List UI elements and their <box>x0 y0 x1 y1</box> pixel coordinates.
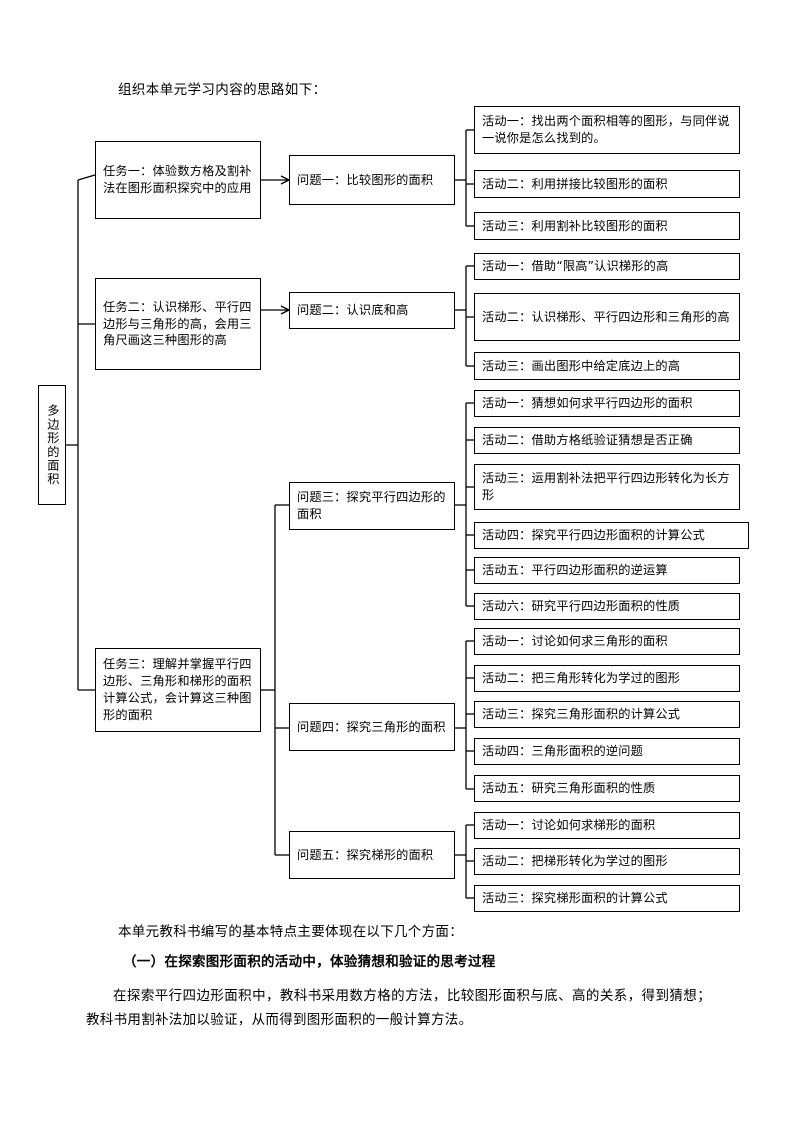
question-label-3: 问题三：探究平行四边形的面积 <box>297 490 446 521</box>
task-label-2: 任务二：认识梯形、平行四边形与三角形的高，会用三角尺画这三种图形的高 <box>103 299 252 348</box>
activity-box-g1-1[interactable]: 活动一：找出两个面积相等的图形，与同伴说一说你是怎么找到的。 <box>474 106 740 154</box>
intro-line: 组织本单元学习内容的思路如下： <box>118 82 327 98</box>
question-box-3[interactable]: 问题三：探究平行四边形的面积 <box>289 482 455 530</box>
body-line-2-heading: （一）在探索图形面积的活动中，体验猜想和验证的思考过程 <box>123 954 496 970</box>
activity-box-g4-4[interactable]: 活动四：三角形面积的逆问题 <box>474 738 740 765</box>
activity-box-g3-6[interactable]: 活动六：研究平行四边形面积的性质 <box>474 593 740 620</box>
activity-label-g3-2: 活动二：借助方格纸验证猜想是否正确 <box>482 433 693 448</box>
activity-box-g2-2[interactable]: 活动二：认识梯形、平行四边形和三角形的高 <box>474 293 740 341</box>
activity-box-g1-2[interactable]: 活动二：利用拼接比较图形的面积 <box>474 170 740 198</box>
activity-box-g1-3[interactable]: 活动三：利用割补比较图形的面积 <box>474 212 740 240</box>
activity-label-g1-3: 活动三：利用割补比较图形的面积 <box>482 218 668 233</box>
activity-box-g4-2[interactable]: 活动二：把三角形转化为学过的图形 <box>474 665 740 692</box>
body-line-3: 在探索平行四边形面积中，教科书采用数方格的方法，比较图形面积与底、高的关系，得到… <box>86 988 711 1028</box>
activity-label-g3-4: 活动四：探究平行四边形面积的计算公式 <box>482 528 705 543</box>
task-label-3: 任务三：理解并掌握平行四边形、三角形和梯形的面积计算公式，会计算这三种图形的面积 <box>103 657 252 722</box>
activity-box-g4-5[interactable]: 活动五：研究三角形面积的性质 <box>474 775 740 802</box>
activity-label-g5-2: 活动二：把梯形转化为学过的图形 <box>482 854 668 869</box>
root-node-label: 多边形的面积 <box>45 403 60 487</box>
activity-label-g3-3: 活动三：运用割补法把平行四边形转化为长方形 <box>482 471 730 502</box>
activity-label-g4-1: 活动一：讨论如何求三角形的面积 <box>482 634 668 649</box>
activity-label-g4-4: 活动四：三角形面积的逆问题 <box>482 744 644 759</box>
activity-box-g5-1[interactable]: 活动一：讨论如何求梯形的面积 <box>474 812 740 839</box>
question-box-1[interactable]: 问题一：比较图形的面积 <box>289 155 455 205</box>
activity-label-g4-5: 活动五：研究三角形面积的性质 <box>482 781 656 796</box>
activity-box-g5-3[interactable]: 活动三：探究梯形面积的计算公式 <box>474 885 740 912</box>
body-line-1: 本单元教科书编写的基本特点主要体现在以下几个方面： <box>118 924 463 940</box>
activity-label-g5-3: 活动三：探究梯形面积的计算公式 <box>482 891 668 906</box>
activity-label-g3-1: 活动一：猜想如何求平行四边形的面积 <box>482 396 693 411</box>
task-box-1[interactable]: 任务一：体验数方格及割补法在图形面积探究中的应用 <box>95 141 261 219</box>
activity-box-g3-4[interactable]: 活动四：探究平行四边形面积的计算公式 <box>474 522 749 549</box>
task-label-1: 任务一：体验数方格及割补法在图形面积探究中的应用 <box>103 164 252 195</box>
question-box-4[interactable]: 问题四：探究三角形的面积 <box>289 703 455 751</box>
activity-box-g2-3[interactable]: 活动三：画出图形中给定底边上的高 <box>474 352 740 380</box>
activity-label-g1-2: 活动二：利用拼接比较图形的面积 <box>482 176 668 191</box>
activity-label-g2-3: 活动三：画出图形中给定底边上的高 <box>482 358 681 373</box>
activity-box-g2-1[interactable]: 活动一：借助“限高”认识梯形的高 <box>474 253 740 280</box>
question-label-2: 问题二：认识底和高 <box>297 303 409 318</box>
activity-label-g5-1: 活动一：讨论如何求梯形的面积 <box>482 818 656 833</box>
activity-box-g3-1[interactable]: 活动一：猜想如何求平行四边形的面积 <box>474 390 740 417</box>
activity-box-g5-2[interactable]: 活动二：把梯形转化为学过的图形 <box>474 848 740 875</box>
activity-box-g4-1[interactable]: 活动一：讨论如何求三角形的面积 <box>474 628 740 655</box>
activity-box-g3-2[interactable]: 活动二：借助方格纸验证猜想是否正确 <box>474 427 740 454</box>
root-node-polygon-area[interactable]: 多边形的面积 <box>38 385 66 505</box>
question-box-2[interactable]: 问题二：认识底和高 <box>289 292 455 329</box>
question-box-5[interactable]: 问题五：探究梯形的面积 <box>289 831 455 879</box>
task-box-3[interactable]: 任务三：理解并掌握平行四边形、三角形和梯形的面积计算公式，会计算这三种图形的面积 <box>95 648 261 732</box>
activity-box-g3-3[interactable]: 活动三：运用割补法把平行四边形转化为长方形 <box>474 464 740 510</box>
activity-label-g4-3: 活动三：探究三角形面积的计算公式 <box>482 707 681 722</box>
activity-label-g2-1: 活动一：借助“限高”认识梯形的高 <box>482 259 669 274</box>
activity-label-g4-2: 活动二：把三角形转化为学过的图形 <box>482 671 681 686</box>
activity-label-g3-6: 活动六：研究平行四边形面积的性质 <box>482 599 681 614</box>
activity-label-g3-5: 活动五：平行四边形面积的逆运算 <box>482 563 668 578</box>
question-label-5: 问题五：探究梯形的面积 <box>297 847 434 862</box>
activity-label-g1-1: 活动一：找出两个面积相等的图形，与同伴说一说你是怎么找到的。 <box>482 114 730 145</box>
question-label-1: 问题一：比较图形的面积 <box>297 172 434 187</box>
task-box-2[interactable]: 任务二：认识梯形、平行四边形与三角形的高，会用三角尺画这三种图形的高 <box>95 278 261 370</box>
activity-label-g2-2: 活动二：认识梯形、平行四边形和三角形的高 <box>482 309 730 324</box>
question-label-4: 问题四：探究三角形的面积 <box>297 719 446 734</box>
activity-box-g3-5[interactable]: 活动五：平行四边形面积的逆运算 <box>474 557 740 584</box>
activity-box-g4-3[interactable]: 活动三：探究三角形面积的计算公式 <box>474 701 740 728</box>
